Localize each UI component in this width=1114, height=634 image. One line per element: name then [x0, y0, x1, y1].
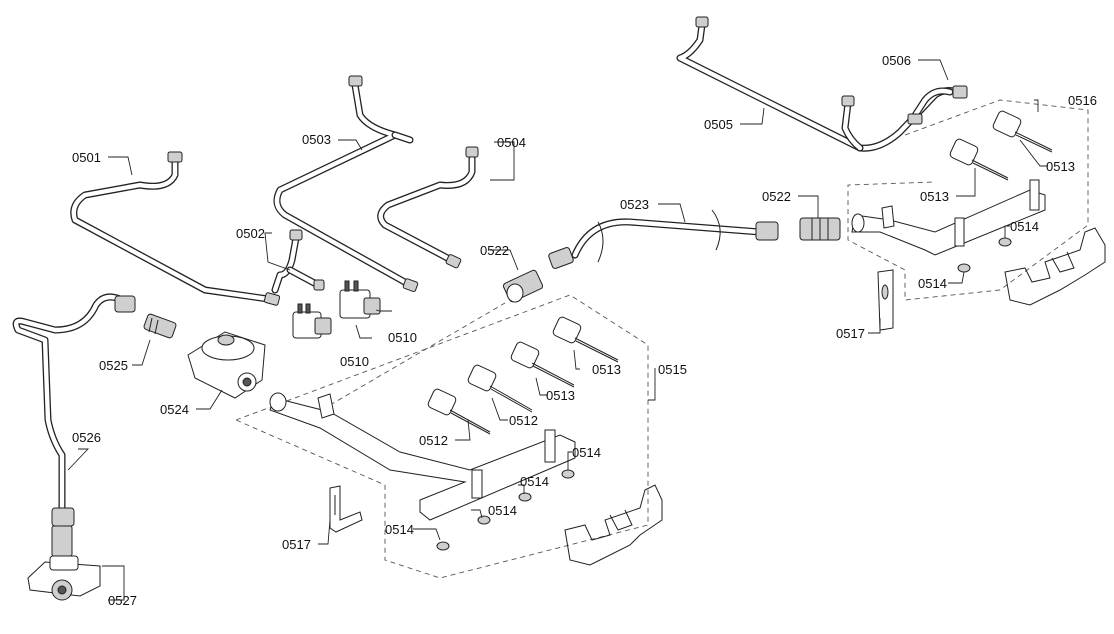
- label-0510-upper: 0510: [388, 330, 417, 345]
- label-0514-a: 0514: [385, 522, 414, 537]
- label-0501: 0501: [72, 150, 101, 165]
- nuts-0514: [436, 237, 1012, 551]
- solenoid-valve-0510-left: [292, 303, 332, 339]
- assembly-outline-0516: [847, 99, 1089, 301]
- label-0514-c: 0514: [520, 474, 549, 489]
- label-0502: 0502: [236, 226, 265, 241]
- label-0512-upper: 0512: [509, 413, 538, 428]
- label-0516: 0516: [1068, 93, 1097, 108]
- pipe-0506: [907, 85, 968, 125]
- label-0514-b: 0514: [488, 503, 517, 518]
- label-0527: 0527: [108, 593, 137, 608]
- manifold-0516: [851, 179, 1046, 256]
- leader-lines: [67, 59, 1048, 601]
- label-0505: 0505: [704, 117, 733, 132]
- label-0524: 0524: [160, 402, 189, 417]
- pipe-0504: [377, 146, 479, 269]
- label-0526: 0526: [72, 430, 101, 445]
- label-0522-right: 0522: [762, 189, 791, 204]
- label-0513-right-upper: 0513: [1046, 159, 1075, 174]
- bracket-0517-left: [329, 485, 363, 533]
- label-0503: 0503: [302, 132, 331, 147]
- callout-labels: 0501 0502 0503 0504 0505 0506 0510 0510 …: [72, 53, 1097, 608]
- assembly-outline-0515: [234, 294, 649, 579]
- label-0513-right-lower: 0513: [920, 189, 949, 204]
- label-0514-d: 0514: [572, 445, 601, 460]
- label-0523: 0523: [620, 197, 649, 212]
- pipe-0503: [273, 75, 419, 293]
- bracket-0517-right: [877, 269, 894, 331]
- label-0525: 0525: [99, 358, 128, 373]
- label-0506: 0506: [882, 53, 911, 68]
- label-0504: 0504: [497, 135, 526, 150]
- pipe-0523: [548, 209, 779, 269]
- label-0510-lower: 0510: [340, 354, 369, 369]
- pressure-regulator-0524: [187, 331, 266, 399]
- solenoid-valve-0510-right: [339, 280, 381, 319]
- burner-valve-0513-d: [992, 110, 1053, 153]
- burner-valve-0512-a: [427, 388, 491, 435]
- label-0513-mid: 0513: [546, 388, 575, 403]
- burner-valve-0512-b: [467, 364, 533, 413]
- burner-valve-0513-b: [552, 316, 619, 363]
- grate-bracket-right: [1004, 227, 1106, 306]
- fitting-0525: [143, 313, 177, 339]
- label-0512-lower: 0512: [419, 433, 448, 448]
- label-0514-e: 0514: [918, 276, 947, 291]
- burner-valve-0513-c: [949, 138, 1009, 181]
- burner-valve-0513-a: [510, 341, 575, 388]
- pipe-0502: [271, 229, 325, 294]
- label-0514-f: 0514: [1010, 219, 1039, 234]
- pipe-0526: [12, 293, 136, 527]
- fitting-0527: [27, 525, 101, 601]
- label-0515: 0515: [658, 362, 687, 377]
- grate-bracket-left: [564, 484, 663, 566]
- label-0522-left: 0522: [480, 243, 509, 258]
- label-0517-right: 0517: [836, 326, 865, 341]
- fitting-0522-left: [502, 269, 544, 303]
- fitting-0522-right: [799, 217, 841, 241]
- label-0517-left: 0517: [282, 537, 311, 552]
- label-0513-upper: 0513: [592, 362, 621, 377]
- manifold-0515: [269, 392, 576, 521]
- pipe-0501: [70, 151, 281, 306]
